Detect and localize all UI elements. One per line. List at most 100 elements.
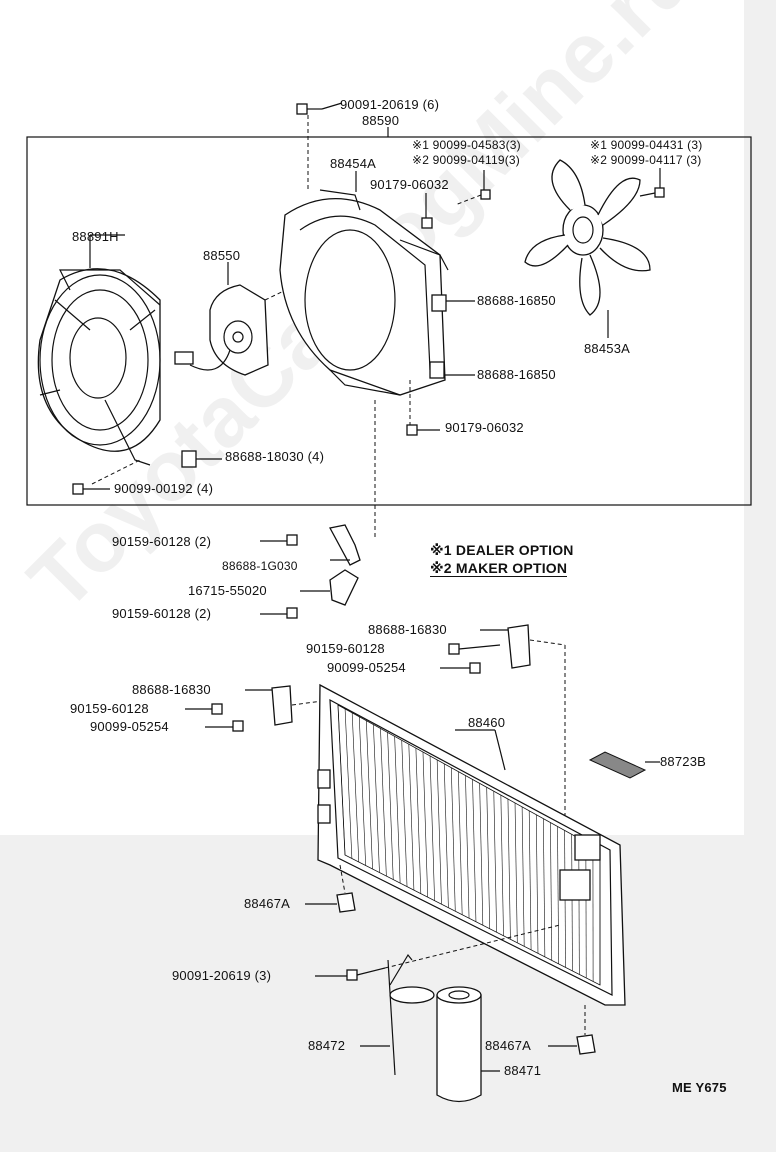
legend-maker-mark: ※2 bbox=[430, 560, 452, 576]
clip-88688-16850-b bbox=[429, 361, 475, 379]
condenser-fin-line bbox=[394, 736, 401, 884]
condenser-fin-line bbox=[557, 826, 559, 964]
label-88891H: 88891H bbox=[72, 229, 119, 244]
condenser-fin-line bbox=[486, 787, 491, 929]
dash-radiator-guide-a bbox=[529, 639, 566, 646]
label-88460: 88460 bbox=[468, 715, 506, 730]
condenser-fin-line bbox=[443, 763, 449, 908]
label-88688-16850-b: 88688-16850 bbox=[477, 367, 556, 382]
clip-88688-16830-b bbox=[245, 685, 293, 726]
label-88453A: 88453A bbox=[584, 341, 631, 356]
label-88688-1G030: 88688-1G030 bbox=[222, 559, 298, 573]
bolt-90099-00192 bbox=[72, 459, 141, 495]
condenser-fin-line bbox=[465, 775, 470, 919]
legend-maker-option: ※2 MAKER OPTION bbox=[430, 560, 568, 577]
bolt-90159-60128-c bbox=[448, 643, 501, 655]
condenser-fin-line bbox=[571, 834, 573, 971]
label-88454A: 88454A bbox=[330, 156, 377, 171]
condenser-fin-line bbox=[415, 748, 422, 894]
label-90159-60128-d: 90159-60128 bbox=[70, 701, 149, 716]
label-90099-04583: ※1 90099-04583(3) bbox=[412, 138, 521, 152]
label-88688-16830-a: 88688-16830 bbox=[368, 622, 447, 637]
condenser-fin-line bbox=[380, 728, 387, 877]
condenser-fin-line bbox=[493, 791, 497, 933]
condenser-fin-line bbox=[543, 818, 546, 957]
condenser-fin-line bbox=[500, 795, 504, 936]
legend-dealer-text: DEALER OPTION bbox=[455, 542, 574, 558]
label-90099-04431: ※1 90099-04431 (3) bbox=[590, 138, 703, 152]
bolt-90159-60128-d bbox=[185, 703, 223, 715]
label-88590: 88590 bbox=[362, 113, 400, 128]
legend-maker-text: MAKER OPTION bbox=[455, 560, 568, 576]
label-88723B: 88723B bbox=[660, 754, 707, 769]
label-88467A-a: 88467A bbox=[244, 896, 291, 911]
condenser-fin-line bbox=[521, 806, 525, 947]
condenser-fin-line bbox=[436, 759, 442, 905]
label-88467A-b: 88467A bbox=[485, 1038, 532, 1053]
bolt-90099-shroud bbox=[454, 170, 491, 206]
condenser-fin-line bbox=[373, 724, 380, 873]
fan-blade-88453A bbox=[524, 159, 651, 338]
label-90099-00192: 90099-00192 (4) bbox=[114, 481, 214, 496]
condenser-fin-line bbox=[550, 822, 553, 961]
condenser-fin-line bbox=[429, 755, 435, 901]
clip-88688-16850-a bbox=[431, 294, 475, 312]
condenser-fin-line bbox=[528, 810, 532, 950]
label-90099-04117: ※2 90099-04117 (3) bbox=[590, 153, 702, 167]
bolt-90159-60128-a bbox=[260, 534, 298, 546]
cushion-88467A-b bbox=[548, 1005, 596, 1055]
fan-shroud-88891H bbox=[37, 234, 161, 466]
label-90099-05254-a: 90099-05254 bbox=[327, 660, 406, 675]
label-90159-60128-c: 90159-60128 bbox=[306, 641, 385, 656]
legend-dealer-mark: ※1 bbox=[430, 542, 452, 558]
bolt-90091-20619-top bbox=[296, 102, 343, 190]
background-right-strip bbox=[744, 0, 776, 835]
label-90179-06032-a: 90179-06032 bbox=[370, 177, 449, 192]
condenser-fin-line bbox=[337, 704, 346, 856]
label-88550: 88550 bbox=[203, 248, 241, 263]
cushion-88467A-a bbox=[305, 864, 356, 913]
condenser-fin-line bbox=[401, 740, 408, 887]
condenser-fin-line bbox=[578, 838, 580, 975]
label-88472: 88472 bbox=[308, 1038, 346, 1053]
condenser-fin-line bbox=[458, 771, 463, 915]
bracket-88688-1G030 bbox=[329, 524, 361, 566]
label-90099-05254-b: 90099-05254 bbox=[90, 719, 169, 734]
nut-90099-05254-a bbox=[440, 662, 481, 674]
condenser-fin-line bbox=[450, 767, 456, 912]
label-90091-20619-3: 90091-20619 (3) bbox=[172, 968, 272, 983]
bolt-90159-60128-b bbox=[260, 607, 298, 619]
nut-90179-lower bbox=[406, 380, 440, 436]
condenser-fin-line bbox=[358, 716, 366, 866]
label-90099-04119: ※2 90099-04119(3) bbox=[412, 153, 520, 167]
clip-88688-16830-a bbox=[480, 624, 531, 669]
fan-shroud-88454A bbox=[279, 171, 449, 396]
condenser-fin-line bbox=[387, 732, 394, 880]
label-88471: 88471 bbox=[504, 1063, 542, 1078]
condenser-fin-line bbox=[408, 744, 415, 891]
nut-90099-05254-b bbox=[205, 720, 244, 732]
assembly-box bbox=[26, 136, 752, 506]
fan-motor-88550 bbox=[174, 262, 291, 376]
label-90159-60128-b: 90159-60128 (2) bbox=[112, 606, 212, 621]
label-90091-20619-6: 90091-20619 (6) bbox=[340, 97, 440, 112]
bolt-90091-20619-lower bbox=[315, 924, 561, 981]
condenser-fin-line bbox=[366, 720, 373, 870]
label-88688-16850-a: 88688-16850 bbox=[477, 293, 556, 308]
condenser-fin-line bbox=[479, 783, 484, 926]
bracket-16715-55020 bbox=[300, 569, 359, 606]
condenser-fin-line bbox=[344, 708, 353, 859]
condenser-88460 bbox=[317, 683, 626, 1006]
label-88688-18030: 88688-18030 (4) bbox=[225, 449, 325, 464]
legend-dealer-option: ※1 DEALER OPTION bbox=[430, 543, 574, 557]
receiver-88471 bbox=[436, 986, 500, 1103]
condenser-fins bbox=[337, 704, 601, 985]
condenser-fin-line bbox=[514, 802, 518, 943]
clip-88688-18030 bbox=[181, 450, 222, 468]
bracket-88472 bbox=[360, 953, 435, 1076]
label-88688-16830-b: 88688-16830 bbox=[132, 682, 211, 697]
label-90179-06032-b: 90179-06032 bbox=[445, 420, 524, 435]
condenser-fin-line bbox=[422, 752, 429, 898]
label-90159-60128-a: 90159-60128 (2) bbox=[112, 534, 212, 549]
